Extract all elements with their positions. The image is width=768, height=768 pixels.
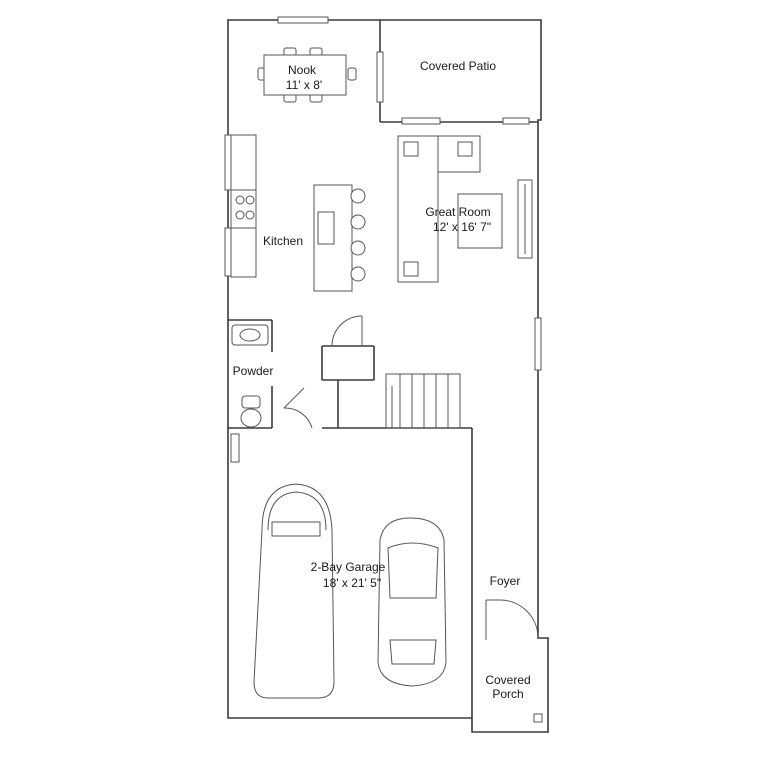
garage-vehicles <box>230 433 447 699</box>
garage-name-label: 2-Bay Garage <box>311 560 386 574</box>
doors <box>283 315 539 640</box>
powder-fixtures <box>231 324 269 428</box>
porch-post <box>533 713 543 723</box>
garage-size-label: 18' x 21' 5" <box>323 576 381 590</box>
covered-porch-label-line1: Covered <box>485 673 530 687</box>
nook-size-label: 11' x 8' <box>286 78 322 92</box>
foyer-label: Foyer <box>490 574 521 588</box>
great-room-furniture <box>397 135 533 283</box>
covered-patio-label: Covered Patio <box>420 59 496 73</box>
powder-label: Powder <box>233 364 274 378</box>
covered-porch-label-line2: Porch <box>492 687 523 701</box>
room-labels: Nook 11' x 8' Covered Patio Great Room 1… <box>233 59 531 701</box>
great-room-size-label: 12' x 16' 7" <box>433 220 491 234</box>
great-room-name-label: Great Room <box>425 205 490 219</box>
kitchen-fixtures <box>230 134 366 292</box>
staircase <box>385 373 461 429</box>
kitchen-label: Kitchen <box>263 234 303 248</box>
nook-dining-table <box>257 47 357 103</box>
nook-name-label: Nook <box>288 63 317 77</box>
